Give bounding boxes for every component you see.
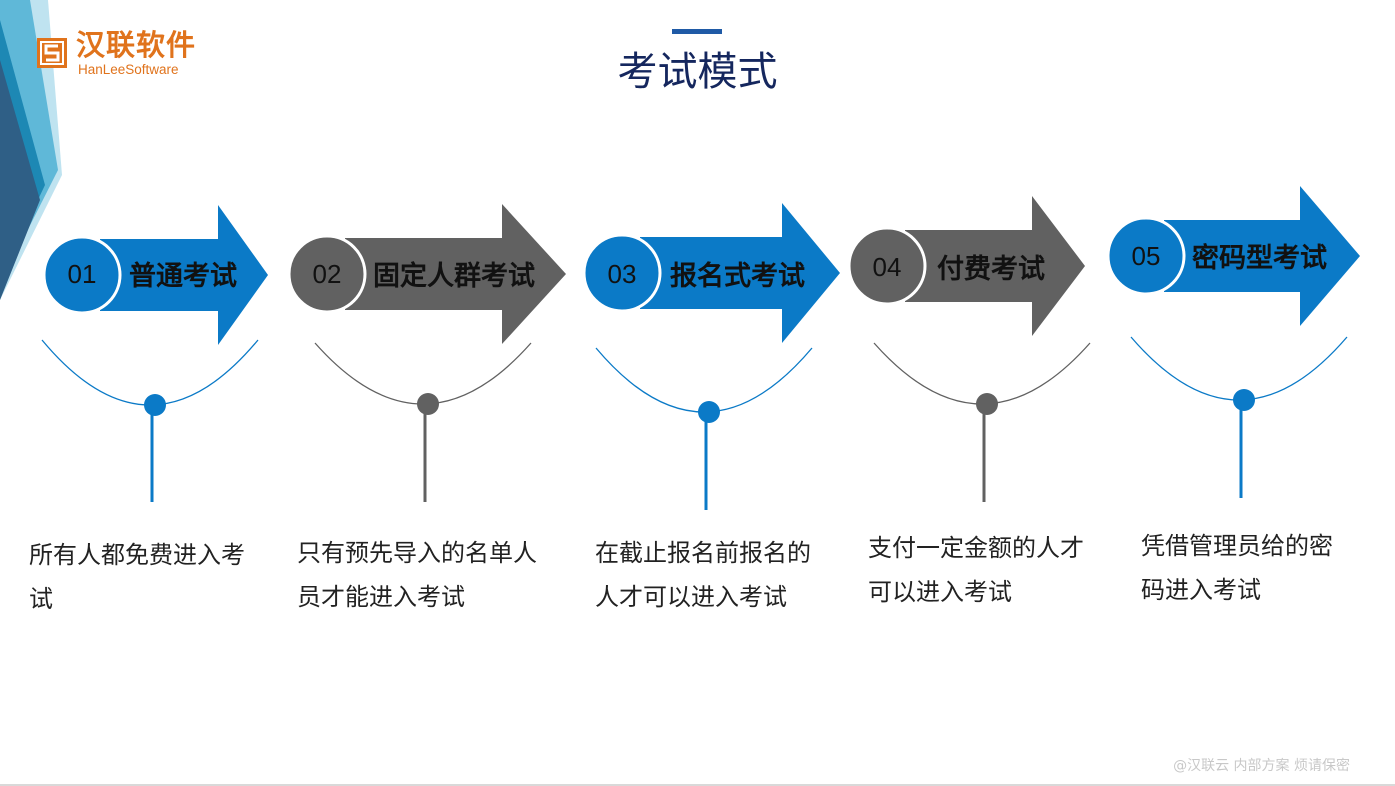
step-1-description: 所有人都免费进入考 试 xyxy=(29,533,279,621)
step-1-number-circle xyxy=(42,235,122,315)
step-1-connector-dot xyxy=(144,394,166,416)
step-2-description-line-1: 只有预先导入的名单人 xyxy=(297,539,537,567)
step-2-number-circle xyxy=(287,234,367,314)
step-2-description: 只有预先导入的名单人 员才能进入考试 xyxy=(297,531,567,619)
step-1-label: 普通考试 xyxy=(129,261,237,292)
step-4-number: 04 xyxy=(872,252,902,282)
logo-chinese-text: 汉联软件 xyxy=(76,28,197,62)
step-5-connector-dot xyxy=(1233,389,1255,411)
step-5-arrow xyxy=(1164,186,1360,326)
step-4-description-line-2: 可以进入考试 xyxy=(868,578,1012,606)
step-5-description: 凭借管理员给的密 码进入考试 xyxy=(1141,524,1381,612)
step-5-description-line-2: 码进入考试 xyxy=(1141,576,1261,604)
step-1-number: 01 xyxy=(67,259,97,289)
step-4-connector-dot xyxy=(976,393,998,415)
left-decoration xyxy=(0,0,62,300)
step-2-connector-dot xyxy=(417,393,439,415)
step-4-arrow xyxy=(905,196,1085,336)
step-3-description-line-1: 在截止报名前报名的 xyxy=(595,539,811,567)
step-3-label: 报名式考试 xyxy=(670,261,805,292)
step-2-description-line-2: 员才能进入考试 xyxy=(297,583,465,611)
step-2-arrow xyxy=(345,204,566,344)
step-5-number: 05 xyxy=(1131,241,1161,271)
step-4-label: 付费考试 xyxy=(937,254,1045,285)
step-3-arrow xyxy=(640,203,840,343)
step-4-description-line-1: 支付一定金额的人才 xyxy=(868,534,1084,562)
step-5-number-circle xyxy=(1106,216,1186,296)
step-3-number-circle xyxy=(582,233,662,313)
step-2-number: 02 xyxy=(312,259,342,289)
logo-english-text: HanLeeSoftware xyxy=(78,62,179,77)
title-accent-bar xyxy=(672,29,722,34)
step-1-description-line-1: 所有人都免费进入考 xyxy=(29,541,245,569)
step-5-description-line-1: 凭借管理员给的密 xyxy=(1141,532,1333,560)
step-3-description: 在截止报名前报名的 人才可以进入考试 xyxy=(595,531,845,619)
footer-confidential-note: @汉联云 内部方案 烦请保密 xyxy=(1173,758,1350,774)
step-3-connector-dot xyxy=(698,401,720,423)
page-title: 考试模式 xyxy=(617,49,778,95)
step-1-arrow xyxy=(100,205,268,345)
hanlee-s-logo-icon xyxy=(37,38,67,68)
step-2-label: 固定人群考试 xyxy=(373,261,535,292)
step-1-description-line-2: 试 xyxy=(29,585,53,613)
step-4-number-circle xyxy=(847,226,927,306)
bottom-divider xyxy=(0,784,1395,786)
step-3-description-line-2: 人才可以进入考试 xyxy=(595,583,787,611)
step-3-number: 03 xyxy=(607,259,637,289)
step-4-description: 支付一定金额的人才 可以进入考试 xyxy=(868,526,1118,614)
step-5-label: 密码型考试 xyxy=(1192,243,1327,274)
